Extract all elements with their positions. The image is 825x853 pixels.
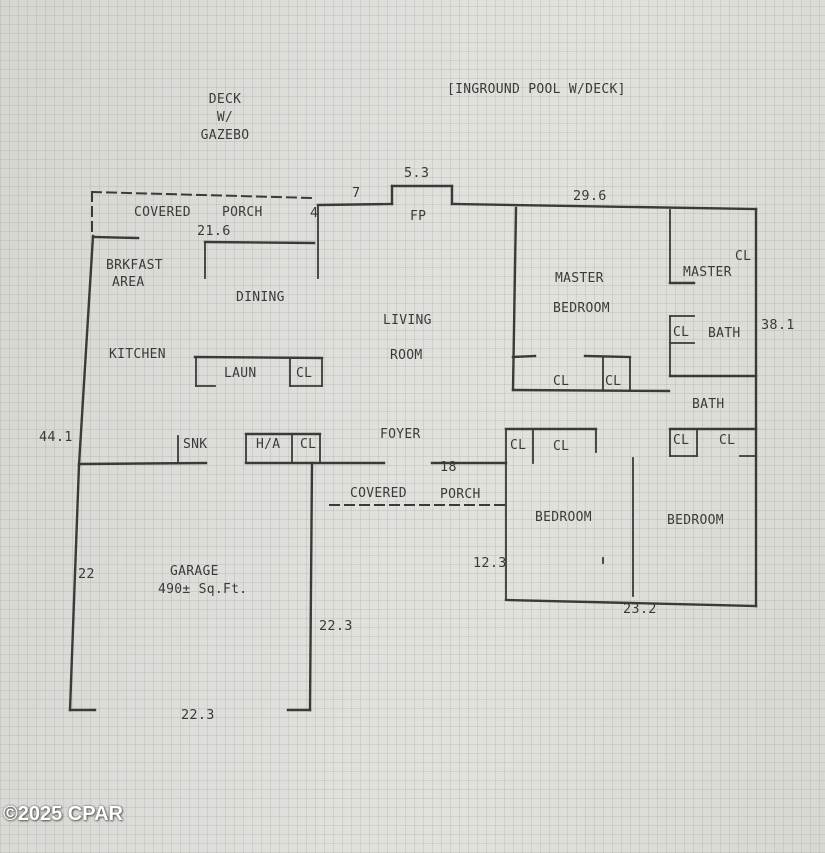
dim-porch-depth: 4 — [310, 205, 319, 221]
rear-wall-left — [316, 202, 394, 207]
dim-garage-right: 22.3 — [319, 618, 353, 634]
dim-garage-bottom: 22.3 — [181, 707, 215, 723]
pool-label: [INGROUND POOL W/DECK] — [447, 82, 626, 97]
garage-top-wall-left — [77, 461, 208, 466]
foyer-closet-1-label: CL — [510, 438, 527, 453]
master-closet-bottom — [511, 388, 671, 393]
master-bedroom-label-line-2: BEDROOM — [553, 301, 610, 316]
deck-label: DECK W/ GAZEBO — [192, 91, 258, 145]
dim-rear-top-right: 29.6 — [573, 188, 607, 204]
master-bath-label-line-1: MASTER — [683, 265, 732, 280]
foyer-closet-2-label: CL — [553, 439, 570, 454]
ha-closet-label: CL — [300, 437, 317, 452]
breakfast-top-wall — [91, 235, 140, 240]
porch-inner-wall — [203, 240, 316, 245]
master-bath-label-line-2: BATH — [708, 326, 741, 341]
dim-right-side: 38.1 — [761, 317, 795, 333]
porch-dashed-top — [90, 190, 314, 200]
dim-front-porch: 18 — [440, 459, 457, 475]
front-bedroom-wall — [504, 598, 758, 608]
dining-label: DINING — [236, 290, 285, 305]
rear-porch-label-word-1: COVERED — [134, 205, 191, 220]
master-closet-2-label: CL — [605, 374, 622, 389]
snack-label: SNK — [183, 437, 208, 452]
dim-bedroom-width: 23.2 — [623, 601, 657, 617]
dim-left-side: 44.1 — [39, 429, 73, 445]
breakfast-label-line-2: AREA — [112, 275, 145, 290]
master-closet-top-left — [511, 354, 537, 359]
garage-right-wall — [308, 461, 314, 712]
master-left-wall — [511, 206, 518, 392]
dim-garage-left: 22 — [78, 566, 95, 582]
left-wall-upper — [77, 234, 95, 467]
hall-bath-label: BATH — [692, 397, 725, 412]
laundry-top — [193, 355, 324, 360]
master-bedroom-label-line-1: MASTER — [555, 271, 604, 286]
ha-label: H/A — [256, 437, 281, 452]
fireplace-label: FP — [410, 209, 427, 224]
bedroom-2-label: BEDROOM — [667, 513, 724, 528]
hall-closet-1-label: CL — [673, 433, 690, 448]
master-bath-closet-2-label: CL — [673, 325, 690, 340]
laundry-label: LAUN — [224, 366, 257, 381]
deck-label-line-3: GAZEBO — [200, 128, 250, 143]
dim-rear-top-left: 7 — [352, 185, 361, 201]
dim-fireplace-width: 5.3 — [404, 165, 430, 181]
deck-label-line-2: W/ — [216, 110, 234, 125]
foyer-label: FOYER — [380, 427, 421, 442]
laundry-closet-label: CL — [296, 366, 313, 381]
bedroom-1-label: BEDROOM — [535, 510, 592, 525]
master-bath-closet-1-label: CL — [735, 249, 752, 264]
dim-bedroom-depth: 12.3 — [473, 555, 507, 571]
master-closet-top-right — [583, 354, 632, 359]
rear-wall-right — [450, 202, 758, 211]
master-closet-1-label: CL — [553, 374, 570, 389]
garage-area-label: 490± Sq.Ft. — [158, 582, 248, 597]
kitchen-label: KITCHEN — [109, 347, 166, 362]
rear-porch-label-word-2: PORCH — [222, 205, 263, 220]
living-label-line-1: LIVING — [383, 313, 432, 328]
garage-label: GARAGE — [170, 564, 219, 579]
hall-closet-2-label: CL — [719, 433, 736, 448]
left-wall-lower — [68, 463, 81, 712]
copyright-watermark: ©2025 CPAR — [3, 803, 123, 825]
front-porch-label-word-1: COVERED — [350, 486, 407, 501]
breakfast-label-line-1: BRKFAST — [106, 258, 163, 273]
deck-label-line-1: DECK — [208, 92, 242, 107]
living-label-line-2: ROOM — [390, 348, 423, 363]
dim-porch-width: 21.6 — [197, 223, 231, 239]
front-porch-label-word-2: PORCH — [440, 487, 481, 502]
